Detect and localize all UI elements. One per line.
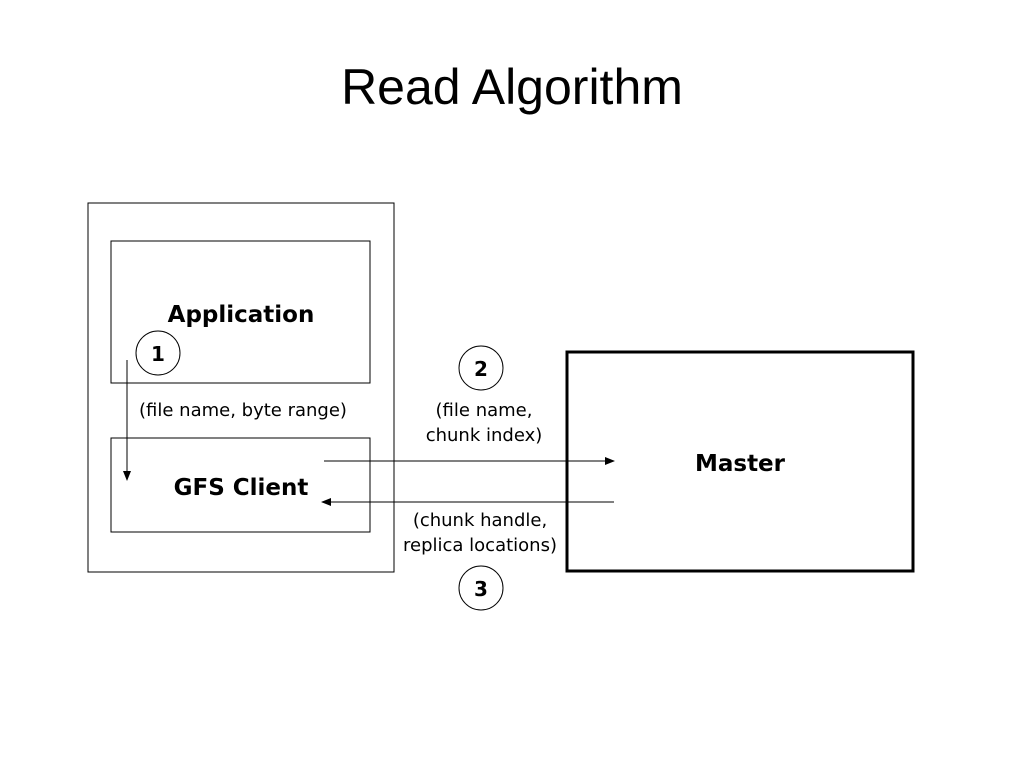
step-3-number: 3 (474, 577, 488, 601)
slide-title: Read Algorithm (341, 59, 683, 115)
master-box (565, 350, 915, 573)
application-label: Application (168, 302, 315, 328)
step-3-label-line-1: (chunk handle, (413, 510, 547, 531)
gfs-client-label: GFS Client (174, 475, 309, 501)
step-1-circle (135, 330, 181, 376)
application-box (110, 240, 371, 384)
gfs-client-box (110, 437, 371, 533)
step-1-number: 1 (151, 342, 165, 366)
client-machine-box (87, 202, 395, 573)
step-2-label-line-1: (file name, (436, 400, 533, 421)
step-2-number: 2 (474, 357, 488, 381)
step-2-label-line-2: chunk index) (426, 425, 543, 446)
master-label: Master (695, 451, 786, 477)
step-3-label-line-2: replica locations) (403, 535, 557, 556)
step-3-circle (458, 565, 504, 611)
step-2-circle (458, 345, 504, 391)
step-1-label: (file name, byte range) (139, 400, 347, 421)
